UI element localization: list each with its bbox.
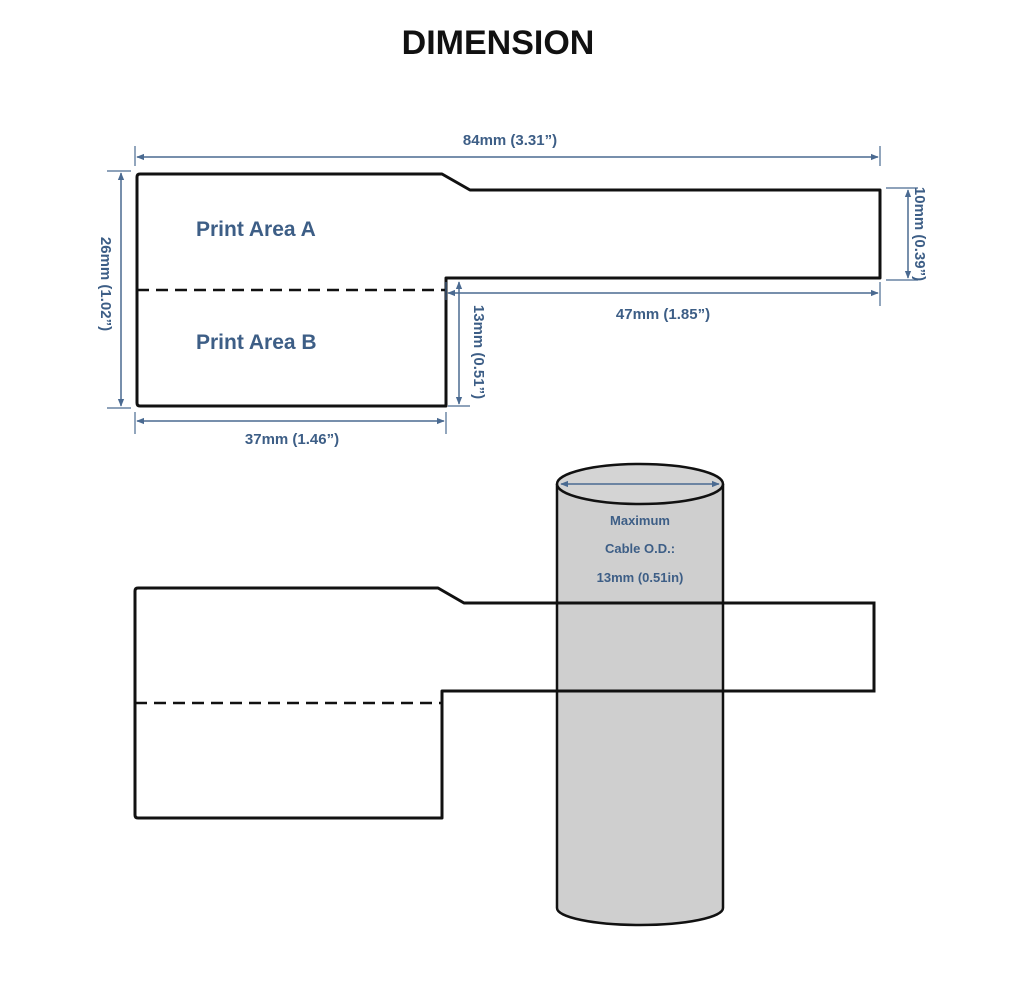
print-area-b-label: Print Area B xyxy=(196,331,317,354)
dimension-flag-width: 37mm (1.46”) xyxy=(134,412,447,448)
dimension-flag-width-text: 37mm (1.46”) xyxy=(245,431,339,448)
wrapped-label-outline xyxy=(133,586,876,820)
cable-cylinder xyxy=(555,462,725,927)
dimension-overall-width: 84mm (3.31”) xyxy=(134,132,881,166)
page-title: DIMENSION xyxy=(402,24,595,62)
bottom-wrap-diagram: Maximum Cable O.D.: 13mm (0.51in) xyxy=(133,462,876,927)
dimension-flag-step-text: 13mm (0.51”) xyxy=(470,305,487,399)
dimension-tail-length-text: 47mm (1.85”) xyxy=(616,306,710,323)
dimension-overall-height: 26mm (1.02”) xyxy=(97,170,131,409)
cable-text-line1: Maximum xyxy=(610,513,670,528)
dimension-overall-height-text: 26mm (1.02”) xyxy=(97,237,114,331)
label-outline xyxy=(135,172,882,408)
cable-text-line3: 13mm (0.51in) xyxy=(597,570,684,585)
top-label-diagram: Print Area A Print Area B 84mm (3.31”) 2… xyxy=(97,132,928,448)
dimension-overall-width-text: 84mm (3.31”) xyxy=(463,132,557,149)
dimension-tail-length: 47mm (1.85”) xyxy=(445,282,881,323)
dimension-tail-height-text: 10mm (0.39”) xyxy=(911,187,928,281)
dimension-flag-step: 13mm (0.51”) xyxy=(448,281,487,407)
wrapped-tail-overlay xyxy=(557,601,876,693)
print-area-a-label: Print Area A xyxy=(196,218,316,241)
dimension-tail-height: 10mm (0.39”) xyxy=(886,187,928,281)
cable-text-line2: Cable O.D.: xyxy=(605,541,675,556)
